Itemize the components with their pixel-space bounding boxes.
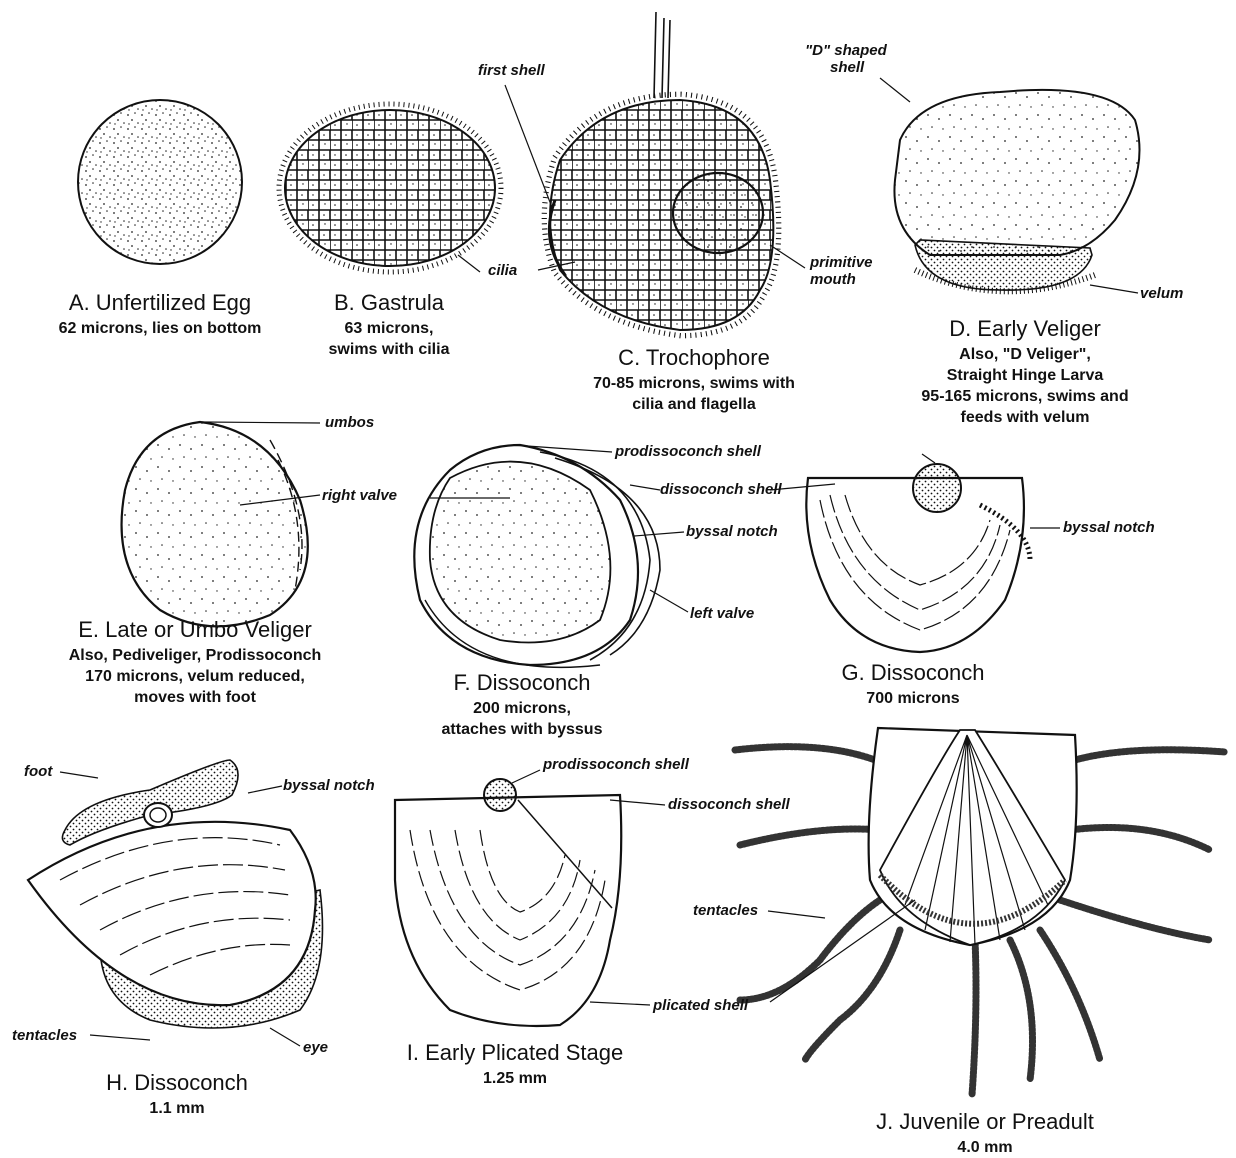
label-right-valve: right valve <box>322 487 397 504</box>
stage-j-title: J. Juvenile or Preadult <box>876 1109 1094 1135</box>
label-prodissoconch-shell-f: prodissoconch shell <box>615 443 761 460</box>
egg-drawing <box>78 100 242 264</box>
label-first-shell: first shell <box>478 62 545 79</box>
label-velum: velum <box>1140 285 1183 302</box>
stage-j-desc: 4.0 mm <box>957 1137 1012 1158</box>
umbo-veliger-drawing <box>122 422 320 626</box>
label-tentacles-j: tentacles <box>693 902 758 919</box>
stage-d-title: D. Early Veliger <box>949 316 1101 342</box>
label-eye: eye <box>303 1039 328 1056</box>
stage-a-desc: 62 microns, lies on bottom <box>59 318 262 339</box>
trochophore-drawing <box>505 12 805 336</box>
stage-h-title: H. Dissoconch <box>106 1070 248 1096</box>
label-cilia: cilia <box>488 262 517 279</box>
stage-i-title: I. Early Plicated Stage <box>407 1040 623 1066</box>
stage-g-title: G. Dissoconch <box>841 660 984 686</box>
gastrula-drawing <box>279 104 501 272</box>
label-left-valve: left valve <box>690 605 754 622</box>
plicated-stage-drawing <box>395 770 665 1026</box>
dissoconch-g-drawing <box>770 454 1060 652</box>
label-dissoconch-shell-i: dissoconch shell <box>668 796 790 813</box>
stage-e-title: E. Late or Umbo Veliger <box>78 617 312 643</box>
stage-h-desc: 1.1 mm <box>149 1098 204 1119</box>
stage-g-desc: 700 microns <box>866 688 959 709</box>
label-byssal-notch-g: byssal notch <box>1063 519 1155 536</box>
early-veliger-drawing <box>880 78 1140 293</box>
dissoconch-f-drawing <box>414 445 688 667</box>
label-dissoconch-shell-f: dissoconch shell <box>660 481 782 498</box>
label-foot: foot <box>24 763 52 780</box>
stage-f-desc: 200 microns,attaches with byssus <box>442 698 603 740</box>
stage-c-title: C. Trochophore <box>618 345 770 371</box>
label-umbos: umbos <box>325 414 374 431</box>
dissoconch-h-drawing <box>28 760 323 1046</box>
label-tentacles-h: tentacles <box>12 1027 77 1044</box>
stage-b-title: B. Gastrula <box>334 290 444 316</box>
stage-b-desc: 63 microns,swims with cilia <box>329 318 450 360</box>
label-prodissoconch-shell-i: prodissoconch shell <box>543 756 689 773</box>
stage-i-desc: 1.25 mm <box>483 1068 547 1089</box>
label-plicated-shell: plicated shell <box>653 997 748 1014</box>
juvenile-drawing <box>735 728 1225 1095</box>
stage-a-title: A. Unfertilized Egg <box>69 290 251 316</box>
label-byssal-notch-f: byssal notch <box>686 523 778 540</box>
stage-f-title: F. Dissoconch <box>454 670 591 696</box>
label-byssal-notch-h: byssal notch <box>283 777 375 794</box>
